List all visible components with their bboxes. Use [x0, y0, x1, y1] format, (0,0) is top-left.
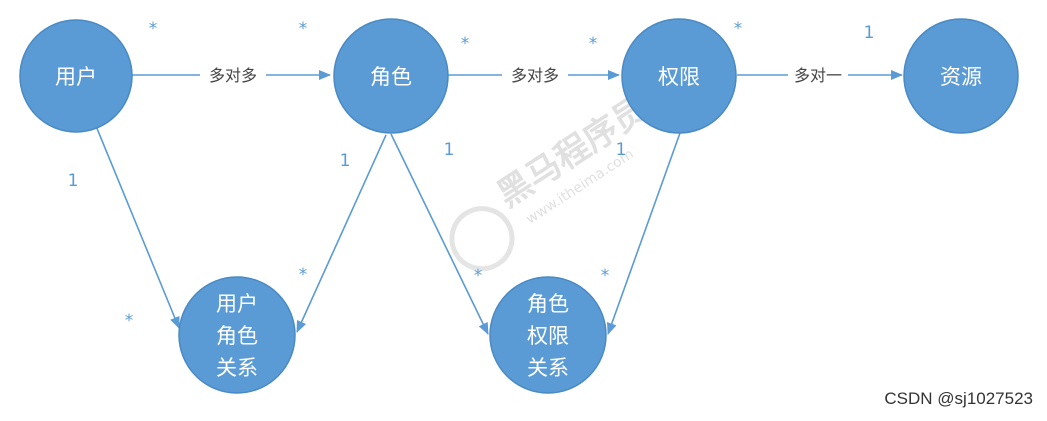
node-resource: 资源: [903, 18, 1019, 134]
edge-role-permission-label-bg: [502, 63, 568, 87]
mult-user-to-ur-from: 1: [68, 171, 79, 191]
node-role-permission-relation-line-2: 权限: [527, 324, 569, 348]
node-role-circle: [333, 18, 449, 134]
node-role-permission-relation-line-1: 角色: [527, 292, 569, 316]
mult-role-to-ur-to: *: [299, 265, 308, 285]
credit-text: CSDN @sj1027523: [884, 389, 1033, 408]
node-user-role-relation-line-3: 关系: [216, 356, 258, 380]
mult-role-to-rp-from: 1: [444, 140, 455, 160]
mult-permission-resource-to: 1: [864, 23, 875, 43]
node-role-permission-relation-line-3: 关系: [527, 356, 569, 380]
node-resource-circle: [903, 18, 1019, 134]
node-user-role-relation: 用户 角色 关系: [178, 276, 296, 394]
node-permission-label: 权限: [658, 65, 700, 89]
mult-role-permission-from: *: [461, 34, 470, 54]
mult-permission-to-rp-to: *: [601, 266, 610, 286]
mult-permission-to-rp-from: 1: [616, 140, 627, 160]
edge-permission-to-role-permission-relation: 1 *: [601, 132, 681, 335]
edge-permission-resource-label-bg: [788, 63, 848, 87]
node-role-label: 角色: [370, 65, 412, 89]
edge-role-to-ur-line: [296, 134, 387, 333]
node-user-role-relation-line-2: 角色: [216, 324, 258, 348]
edge-permission-to-rp-line: [607, 132, 681, 335]
node-permission-circle: [621, 18, 737, 134]
edge-user-role-label: 多对多: [209, 66, 257, 85]
mult-user-role-from: *: [149, 19, 158, 39]
mult-role-to-rp-to: *: [474, 266, 483, 286]
node-role-permission-relation-circle: [489, 276, 607, 394]
node-user-circle: [19, 19, 133, 133]
mult-permission-resource-from: *: [734, 19, 743, 39]
edge-user-to-ur-line: [95, 125, 180, 329]
mult-role-permission-to: *: [589, 34, 598, 54]
edge-permission-resource-label: 多对一: [794, 66, 842, 85]
node-permission: 权限: [621, 18, 737, 134]
edge-role-to-rp-line: [390, 133, 489, 335]
mult-role-to-ur-from: 1: [340, 151, 351, 171]
edge-user-to-user-role-relation: 1 *: [68, 125, 180, 331]
edge-user-role-label-bg: [200, 63, 266, 87]
node-user-role-relation-circle: [178, 276, 296, 394]
edge-role-permission-label: 多对多: [511, 66, 559, 85]
edge-permission-resource: 多对一 * 1: [734, 19, 903, 87]
node-user-role-relation-line-1: 用户: [216, 292, 258, 316]
edge-role-to-role-permission-relation: 1 *: [390, 133, 489, 335]
node-user: 用户: [19, 19, 133, 133]
node-resource-label: 资源: [940, 65, 982, 89]
node-role-permission-relation: 角色 权限 关系: [489, 276, 607, 394]
node-role: 角色: [333, 18, 449, 134]
mult-user-to-ur-to: *: [125, 311, 134, 331]
edge-role-permission: 多对多 * *: [448, 34, 620, 87]
mult-user-role-to: *: [299, 19, 308, 39]
edge-role-to-user-role-relation: 1 *: [296, 134, 387, 333]
edge-user-role: 多对多 * *: [131, 19, 331, 87]
node-user-label: 用户: [55, 65, 97, 89]
